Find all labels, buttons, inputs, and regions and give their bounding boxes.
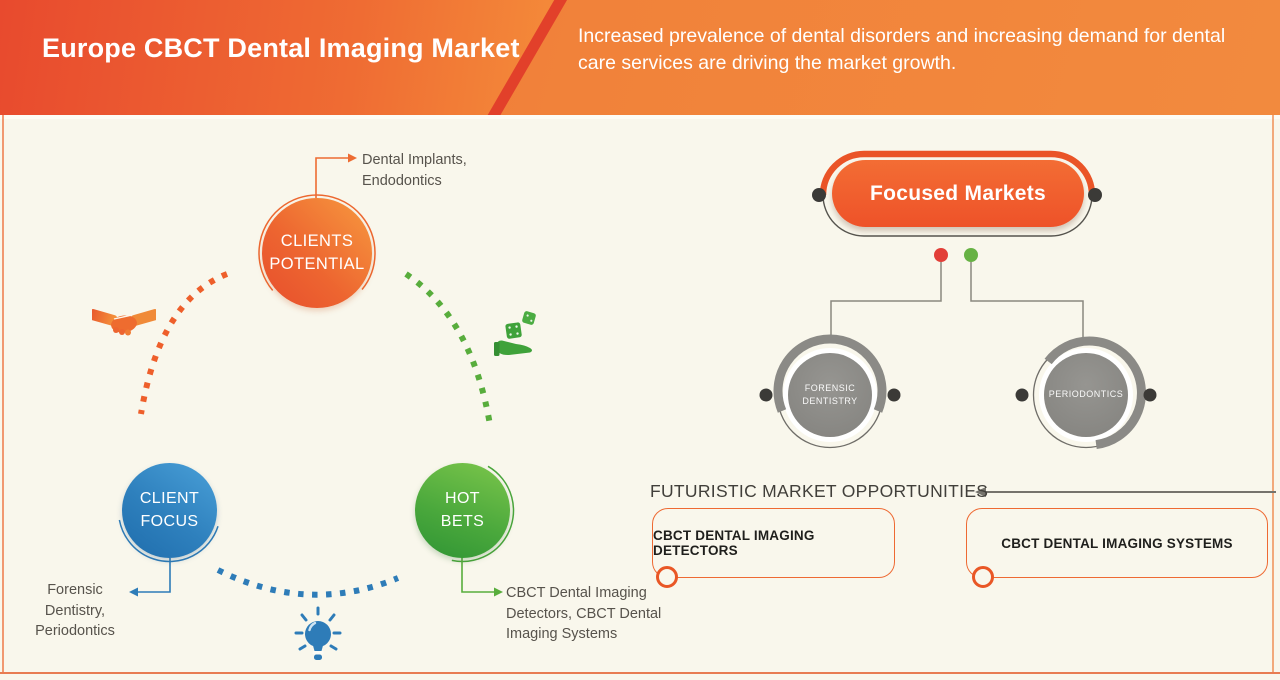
opportunity-corner-ring <box>656 566 678 588</box>
node-label-line: PERIODONTICS <box>1048 389 1124 400</box>
client-focus-callout: Forensic Dentistry, Periodontics <box>22 580 128 642</box>
header-right-panel <box>495 0 1280 115</box>
clients-potential-bubble: CLIENTS POTENTIAL <box>262 198 372 308</box>
hot-bets-callout: CBCT Dental Imaging Detectors, CBCT Dent… <box>506 583 676 645</box>
client-focus-bubble: CLIENT FOCUS <box>122 463 217 558</box>
forensic-dentistry-node-label: FORENSIC DENTISTRY <box>786 367 874 423</box>
header-divider <box>0 115 1280 119</box>
lightbulb-icon <box>294 606 342 660</box>
callout-line: Imaging Systems <box>506 626 618 643</box>
hot-bets-bubble: HOT BETS <box>415 463 510 558</box>
node-label-line: DENTISTRY <box>802 396 858 406</box>
page-subtitle: Increased prevalence of dental disorders… <box>578 25 1226 74</box>
callout-line: Detectors, CBCT Dental <box>506 605 662 622</box>
callout-line: Periodontics <box>35 623 115 640</box>
opportunity-label: CBCT DENTAL IMAGING DETECTORS <box>653 528 815 558</box>
handshake-icon <box>92 309 156 336</box>
frame-border-right <box>1272 115 1274 674</box>
frame-border-left <box>2 115 4 674</box>
opportunity-corner-ring <box>972 566 994 588</box>
client-focus-label-line1: CLIENT <box>139 490 200 508</box>
opportunity-box-detectors: CBCT DENTAL IMAGING DETECTORS <box>652 508 895 578</box>
hot-bets-label-line1: HOT <box>445 490 480 508</box>
header-banner: Europe CBCT Dental Imaging Market Increa… <box>0 0 1280 115</box>
callout-line: Dentistry, <box>44 602 106 619</box>
opportunity-label: CBCT DENTAL IMAGING SYSTEMS <box>1001 535 1233 551</box>
clients-potential-callout: Dental Implants, Endodontics <box>362 150 467 191</box>
client-focus-label-line2: FOCUS <box>140 512 199 530</box>
opportunity-box-systems: CBCT DENTAL IMAGING SYSTEMS <box>966 508 1268 578</box>
focused-markets-pill: Focused Markets <box>832 160 1084 227</box>
hot-bets-label-line2: BETS <box>440 512 485 530</box>
periodontics-node-label: PERIODONTICS <box>1036 385 1136 405</box>
clients-potential-label-line1: CLIENTS <box>280 232 354 251</box>
callout-line: Endodontics <box>362 172 442 189</box>
futuristic-opportunities-heading: FUTURISTIC MARKET OPPORTUNITIES <box>650 481 989 501</box>
node-label-line: FORENSIC <box>804 382 856 393</box>
callout-line: Forensic <box>47 582 103 598</box>
clients-potential-label-line2: POTENTIAL <box>269 255 365 273</box>
focused-markets-title: Focused Markets <box>869 181 1047 205</box>
callout-line: Dental Implants, <box>362 152 467 168</box>
callout-line: CBCT Dental Imaging <box>506 585 647 601</box>
dice-in-hand-icon <box>494 311 536 356</box>
page-title: Europe CBCT Dental Imaging Market <box>42 33 520 63</box>
frame-border-bottom <box>0 672 1280 674</box>
